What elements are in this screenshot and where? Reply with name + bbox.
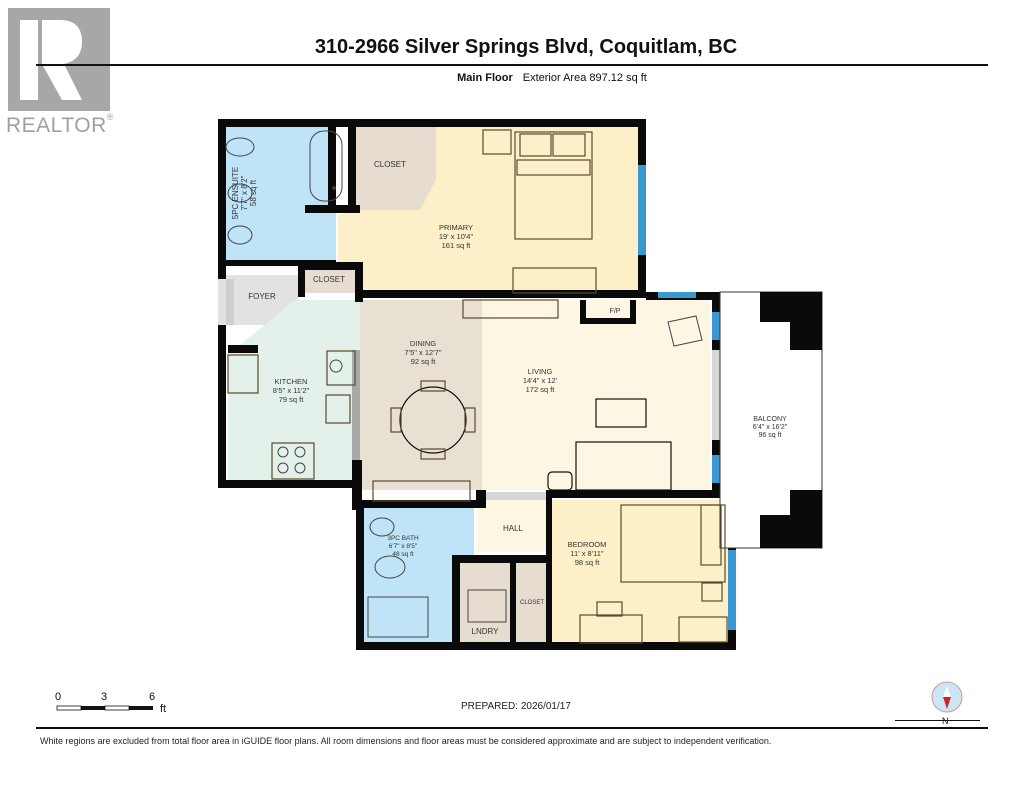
scale-tick-0: 0 — [55, 691, 62, 703]
floor-name: Main Floor — [457, 72, 513, 84]
primary-fill — [338, 127, 638, 290]
bedroom-closet-fill — [516, 562, 550, 642]
scale-tick-3: 3 — [101, 691, 108, 703]
scale-unit: ft — [160, 703, 167, 715]
dining-fill — [360, 300, 482, 490]
ensuite-label: 5PC ENSUITE7'7" x 8'2"58 sq ft — [231, 167, 258, 219]
realtor-logo — [8, 8, 110, 111]
compass-north-label: N — [942, 716, 949, 726]
laundry-label: LNDRY — [472, 627, 500, 636]
scale-labels: 0 3 6 ft — [55, 691, 175, 721]
scale-tick-6: 6 — [149, 691, 156, 703]
floor-summary: Main Floor Exterior Area 897.12 sq ft — [0, 72, 1024, 84]
exterior-area: Exterior Area 897.12 sq ft — [522, 72, 647, 84]
realtor-r-icon — [20, 20, 82, 100]
realtor-wordmark: REALTOR® — [6, 112, 114, 137]
kitchen-fill — [228, 300, 360, 480]
fp-fill — [586, 302, 630, 322]
foyer-closet-fill — [305, 268, 355, 293]
prepared-date: PREPARED: 2026/01/17 — [461, 701, 571, 712]
ensuite-fill — [226, 127, 336, 260]
hall-fill — [477, 500, 549, 552]
room-labels: 5PC ENSUITE7'7" x 8'2"58 sq ft CLOSET PR… — [231, 160, 788, 636]
fp-label: F/P — [610, 308, 621, 315]
north-compass-icon — [931, 681, 963, 713]
living-fill — [482, 300, 710, 490]
foyer-label: FOYER — [248, 292, 276, 301]
windows — [638, 165, 736, 630]
foyer-closet-label: CLOSET — [313, 275, 345, 284]
disclaimer: White regions are excluded from total fl… — [40, 736, 772, 746]
bedroom-closet-label: CLOSET — [520, 600, 544, 606]
page-title: 310-2966 Silver Springs Blvd, Coquitlam,… — [314, 36, 738, 58]
hall-label: HALL — [503, 524, 524, 533]
primary-closet-label: CLOSET — [374, 160, 406, 169]
header-divider — [36, 64, 988, 66]
scale-bar — [56, 705, 153, 711]
primary-closet-fill — [356, 127, 436, 210]
